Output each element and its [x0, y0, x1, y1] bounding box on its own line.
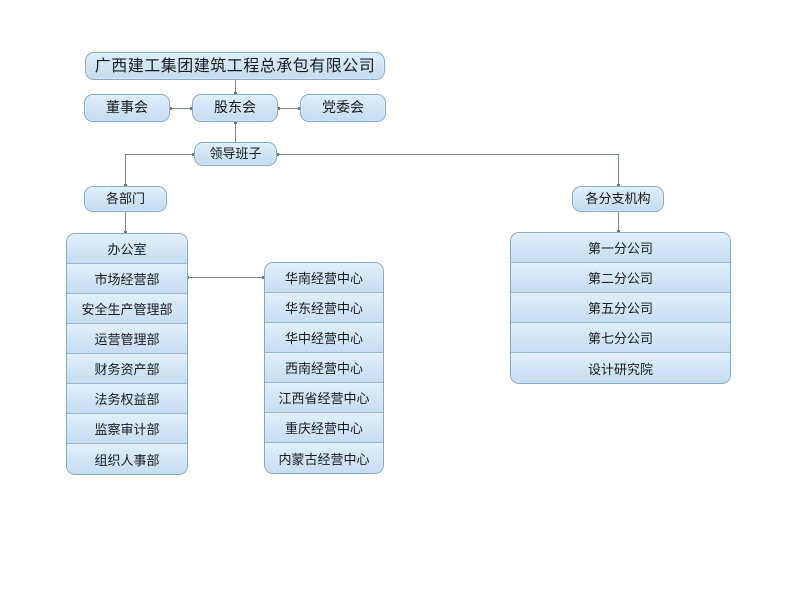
node-branches-group[interactable]: 各分支机构	[572, 186, 664, 212]
list-item-label: 法务权益部	[94, 393, 160, 408]
list-item[interactable]: 重庆经营中心	[265, 413, 383, 443]
list-item[interactable]: 第五分公司	[511, 293, 730, 323]
node-party-committee-label: 党委会	[322, 100, 364, 116]
connector-leadership-right	[277, 154, 618, 155]
list-item[interactable]: 内蒙古经营中心	[265, 443, 383, 473]
list-item[interactable]: 办公室	[67, 234, 187, 264]
list-item[interactable]: 监察审计部	[67, 414, 187, 444]
list-item[interactable]: 设计研究院	[511, 353, 730, 383]
list-item-label: 第五分公司	[587, 302, 653, 317]
list-item-label: 重庆经营中心	[284, 422, 363, 437]
list-item-label: 华东经营中心	[284, 302, 363, 317]
list-item[interactable]: 财务资产部	[67, 354, 187, 384]
list-item-label: 第一分公司	[587, 242, 653, 257]
list-item[interactable]: 第二分公司	[511, 263, 730, 293]
connector-leadership-right-drop	[618, 154, 619, 186]
connector-departments-group-to-stack	[125, 212, 126, 233]
list-item[interactable]: 安全生产管理部	[67, 294, 187, 324]
list-item-label: 第七分公司	[587, 332, 653, 347]
list-item[interactable]: 运营管理部	[67, 324, 187, 354]
connector-board-to-shareholders	[170, 108, 192, 109]
business-centers-stack: 华南经营中心 华东经营中心 华中经营中心 西南经营中心 江西省经营中心 重庆经营…	[264, 262, 384, 474]
connector-leadership-left	[125, 154, 194, 155]
connector-dot	[234, 121, 237, 124]
list-item-label: 财务资产部	[94, 363, 160, 378]
list-item[interactable]: 江西省经营中心	[265, 383, 383, 413]
node-board-of-directors[interactable]: 董事会	[84, 94, 170, 122]
list-item[interactable]: 组织人事部	[67, 444, 187, 474]
connector-dot	[617, 184, 620, 187]
list-item[interactable]: 华中经营中心	[265, 323, 383, 353]
connector-dot	[277, 107, 280, 110]
list-item[interactable]: 法务权益部	[67, 384, 187, 414]
connector-dot	[234, 92, 237, 95]
connector-dot	[276, 153, 279, 156]
node-company[interactable]: 广西建工集团建筑工程总承包有限公司	[85, 52, 385, 80]
list-item[interactable]: 第七分公司	[511, 323, 730, 353]
node-shareholders-meeting[interactable]: 股东会	[192, 94, 278, 122]
list-item[interactable]: 第一分公司	[511, 233, 730, 263]
connector-branches-group-to-stack	[618, 212, 619, 232]
connector-dot	[262, 276, 265, 279]
connector-shareholders-to-leadership	[235, 122, 236, 142]
node-leadership-team[interactable]: 领导班子	[194, 142, 277, 166]
list-item-label: 监察审计部	[94, 423, 160, 438]
list-item-label: 运营管理部	[94, 333, 160, 348]
node-party-committee[interactable]: 党委会	[300, 94, 386, 122]
connector-dot	[298, 107, 301, 110]
list-item-label: 市场经营部	[94, 273, 160, 288]
connector-dot	[124, 231, 127, 234]
list-item[interactable]: 华南经营中心	[265, 263, 383, 293]
connector-dot	[124, 184, 127, 187]
connector-dot	[192, 153, 195, 156]
branches-stack: 第一分公司 第二分公司 第五分公司 第七分公司 设计研究院	[510, 232, 731, 384]
list-item-label: 第二分公司	[587, 272, 653, 287]
connector-dot	[169, 107, 172, 110]
node-departments-group-label: 各部门	[105, 191, 145, 207]
node-board-of-directors-label: 董事会	[106, 100, 148, 116]
departments-stack: 办公室 市场经营部 安全生产管理部 运营管理部 财务资产部 法务权益部 监察审计…	[66, 233, 188, 475]
list-item-label: 办公室	[107, 243, 147, 258]
connector-dot	[190, 107, 193, 110]
node-company-label: 广西建工集团建筑工程总承包有限公司	[94, 56, 376, 75]
connector-dot	[617, 230, 620, 233]
list-item[interactable]: 西南经营中心	[265, 353, 383, 383]
list-item-label: 组织人事部	[94, 453, 160, 469]
list-item-label: 内蒙古经营中心	[278, 452, 370, 468]
list-item-label: 江西省经营中心	[278, 392, 370, 407]
list-item-label: 西南经营中心	[284, 362, 363, 377]
connector-shareholders-to-party	[278, 108, 300, 109]
connector-company-to-shareholders	[235, 80, 236, 94]
node-departments-group[interactable]: 各部门	[84, 186, 167, 212]
list-item-label: 华中经营中心	[284, 332, 363, 347]
list-item-label: 设计研究院	[587, 362, 653, 378]
connector-market-dept-to-centers	[188, 277, 264, 278]
connector-leadership-left-drop	[125, 154, 126, 186]
list-item-label: 华南经营中心	[284, 272, 363, 287]
list-item[interactable]: 华东经营中心	[265, 293, 383, 323]
node-leadership-team-label: 领导班子	[209, 146, 262, 162]
list-item[interactable]: 市场经营部	[67, 264, 187, 294]
list-item-label: 安全生产管理部	[81, 303, 173, 318]
node-branches-group-label: 各分支机构	[585, 191, 651, 207]
node-shareholders-meeting-label: 股东会	[214, 100, 256, 116]
